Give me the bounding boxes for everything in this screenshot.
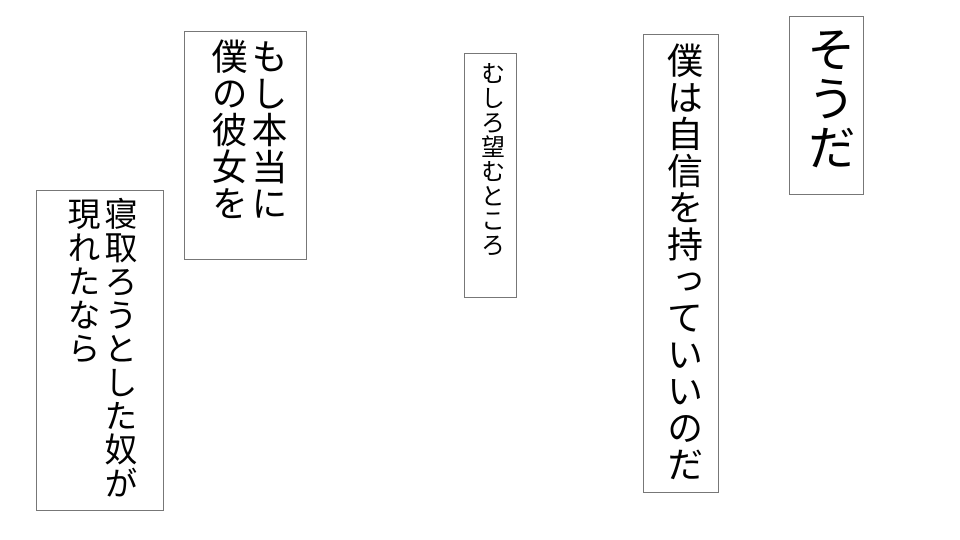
panel-3-column-1: むしろ望むところ [476,61,505,257]
panel-2-column-2: 僕の彼女を [205,38,247,222]
dialogue-panel-3[interactable]: むしろ望むところ [464,53,517,298]
panel-1-column-1: 寝取ろうとした奴が [99,197,138,500]
dialogue-panel-5[interactable]: そうだ [789,16,864,195]
panel-5-column-1: そうだ [798,25,855,172]
panel-1-column-2: 現れたなら [62,197,101,366]
dialogue-panel-1[interactable]: 寝取ろうとした奴が 現れたなら [36,190,164,511]
dialogue-panel-4[interactable]: 僕は自信を持っていいのだ [643,34,719,493]
panel-2-column-1: もし本当に [245,38,287,222]
dialogue-panel-2[interactable]: もし本当に 僕の彼女を [184,31,307,260]
panel-4-column-1: 僕は自信を持っていいのだ [661,42,702,483]
